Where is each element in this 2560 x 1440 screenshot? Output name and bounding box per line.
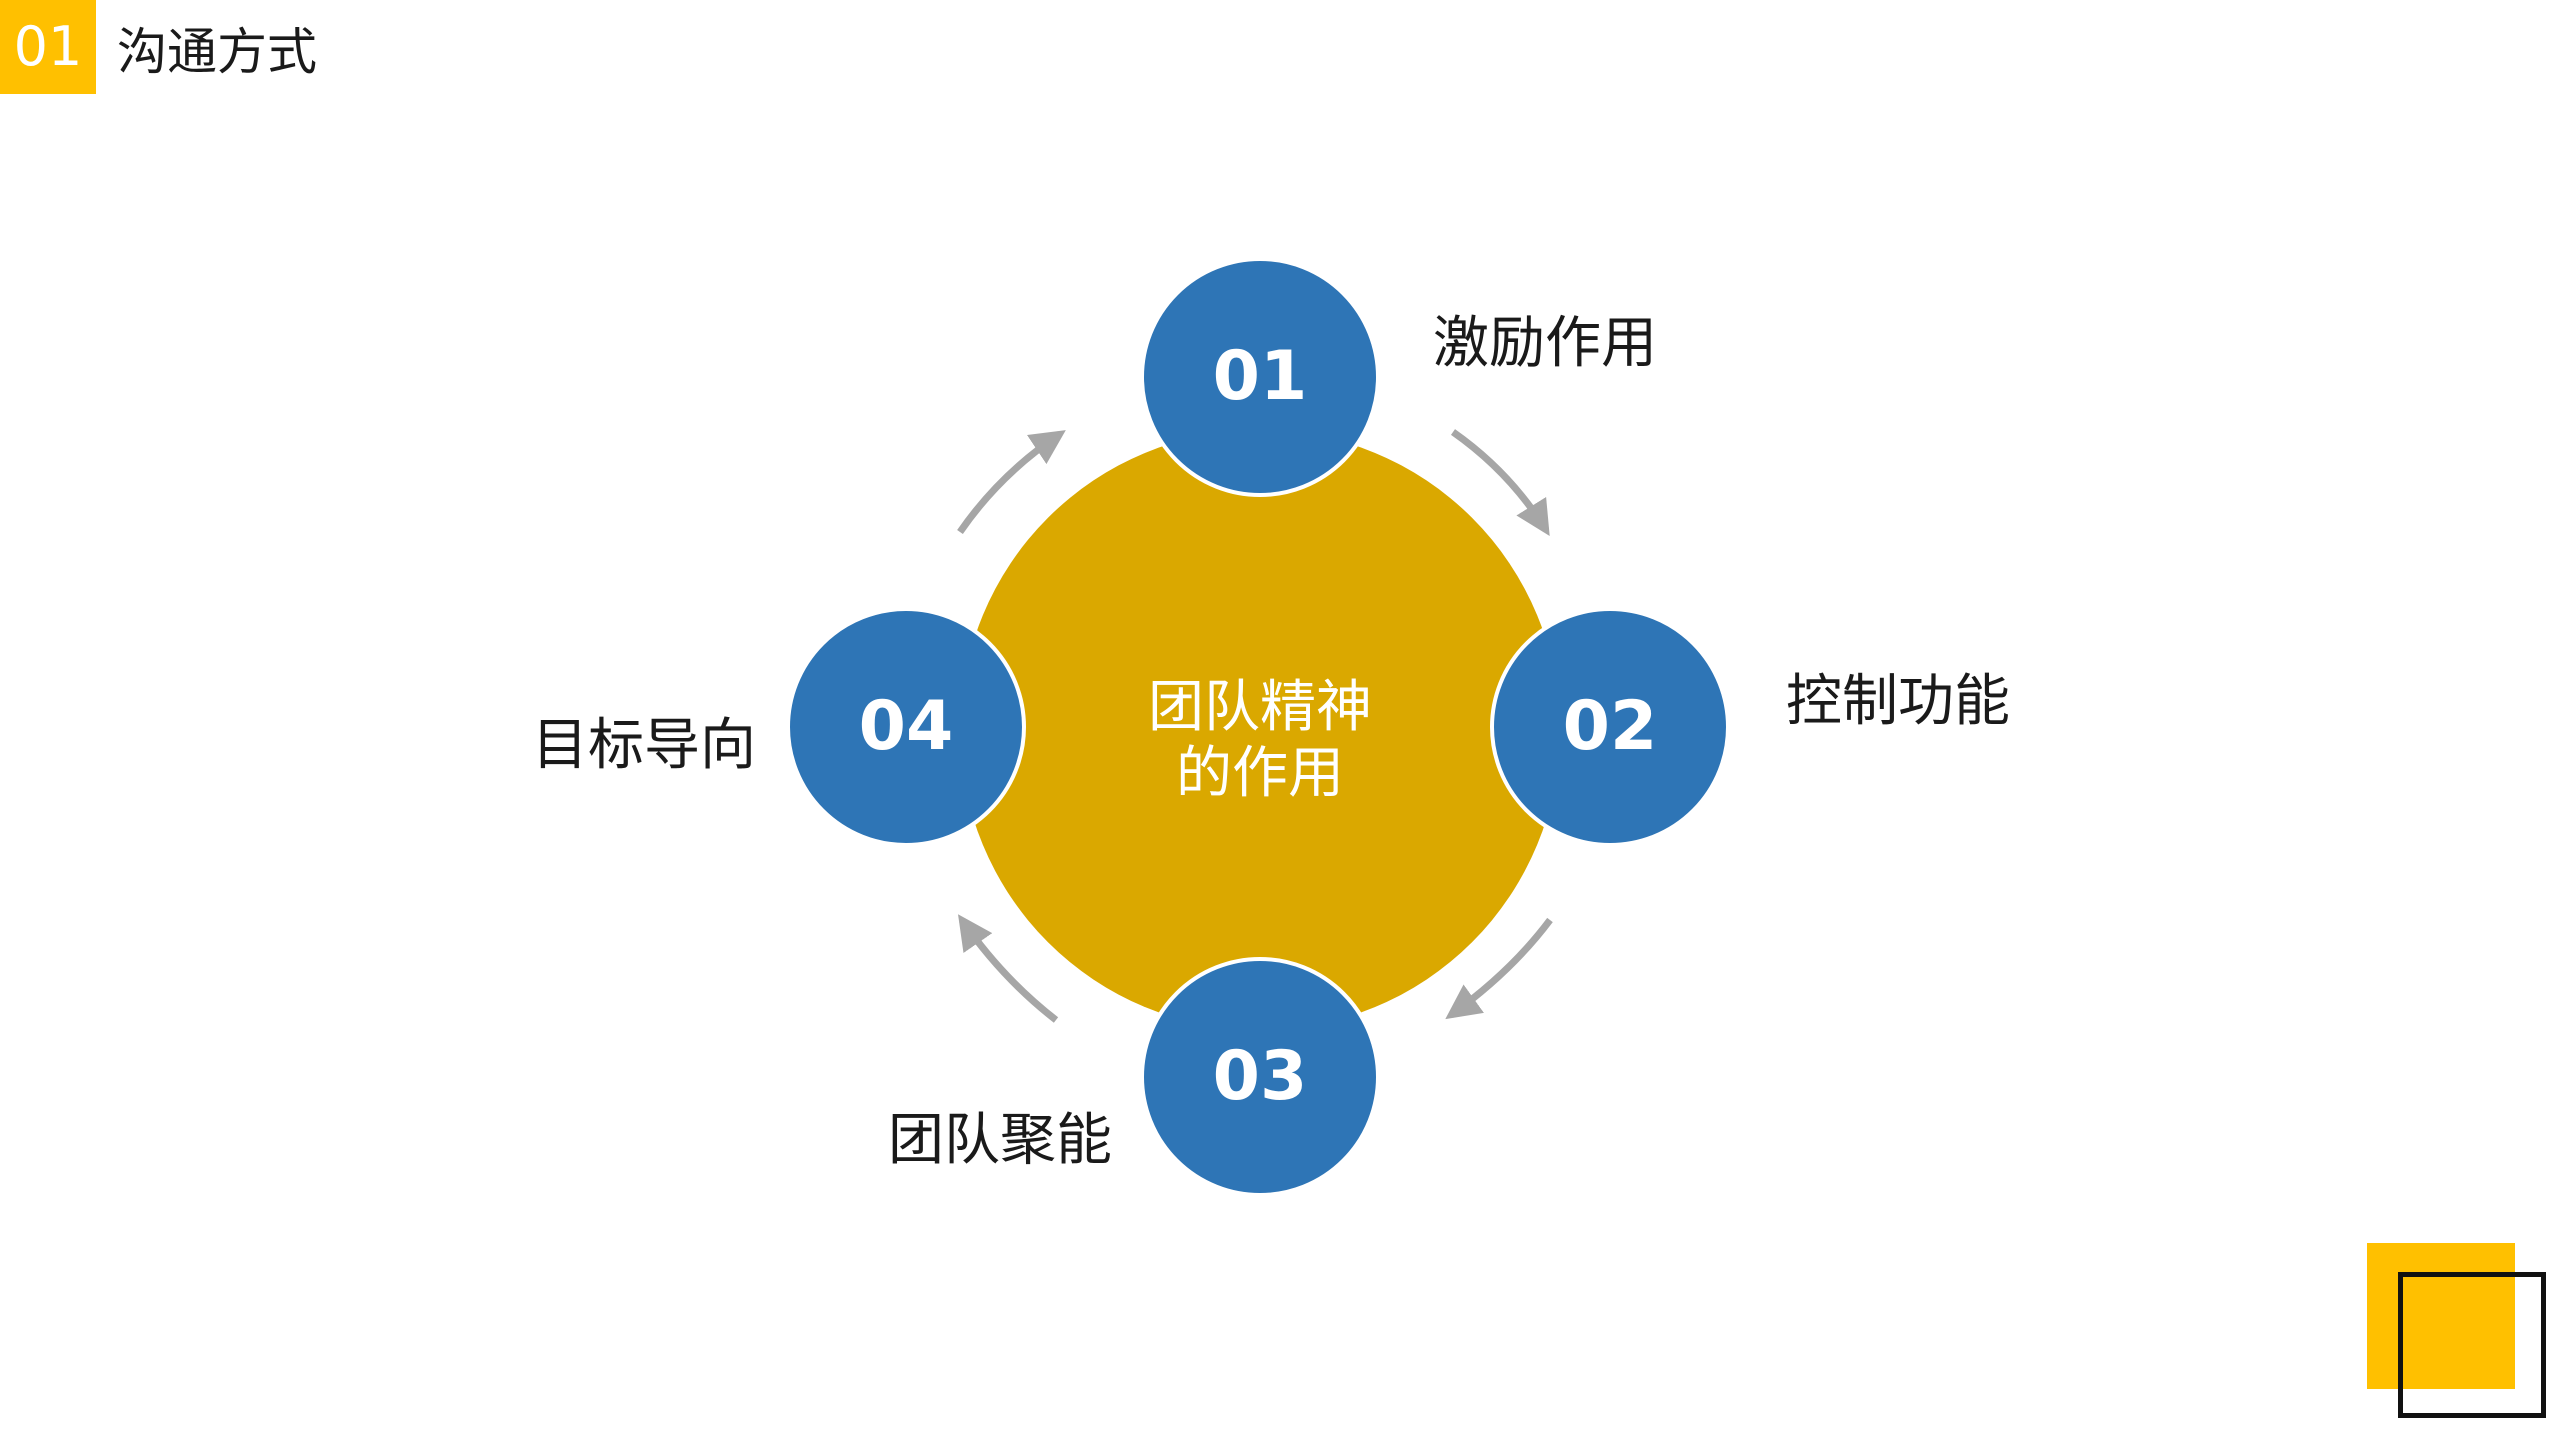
arrow-02-to-03 bbox=[1445, 917, 1553, 1020]
corner-decoration-frame bbox=[2398, 1272, 2546, 1418]
node-04-label: 目标导向 bbox=[532, 713, 756, 778]
center-label-line-2: 的作用 bbox=[1176, 741, 1344, 806]
node-01-circle: 01 bbox=[1140, 257, 1380, 497]
center-label-line-1: 团队精神 bbox=[1148, 675, 1372, 740]
arrow-03-to-04 bbox=[958, 914, 1059, 1023]
corner-decoration-fill bbox=[2367, 1243, 2515, 1389]
section-title: 沟通方式 bbox=[117, 23, 317, 81]
section-number-badge: 01 bbox=[0, 0, 96, 94]
node-04-circle: 04 bbox=[786, 607, 1026, 847]
arrow-01-to-02 bbox=[1450, 429, 1550, 536]
node-01-label: 激励作用 bbox=[1433, 311, 1657, 376]
center-circle bbox=[960, 430, 1560, 1030]
arrow-04-to-01 bbox=[957, 430, 1066, 534]
center-label: 团队精神 的作用 bbox=[1060, 675, 1460, 807]
node-02-circle: 02 bbox=[1490, 607, 1730, 847]
node-02-label: 控制功能 bbox=[1786, 669, 2010, 734]
node-03-circle: 03 bbox=[1140, 957, 1380, 1197]
node-03-label: 团队聚能 bbox=[888, 1108, 1112, 1173]
